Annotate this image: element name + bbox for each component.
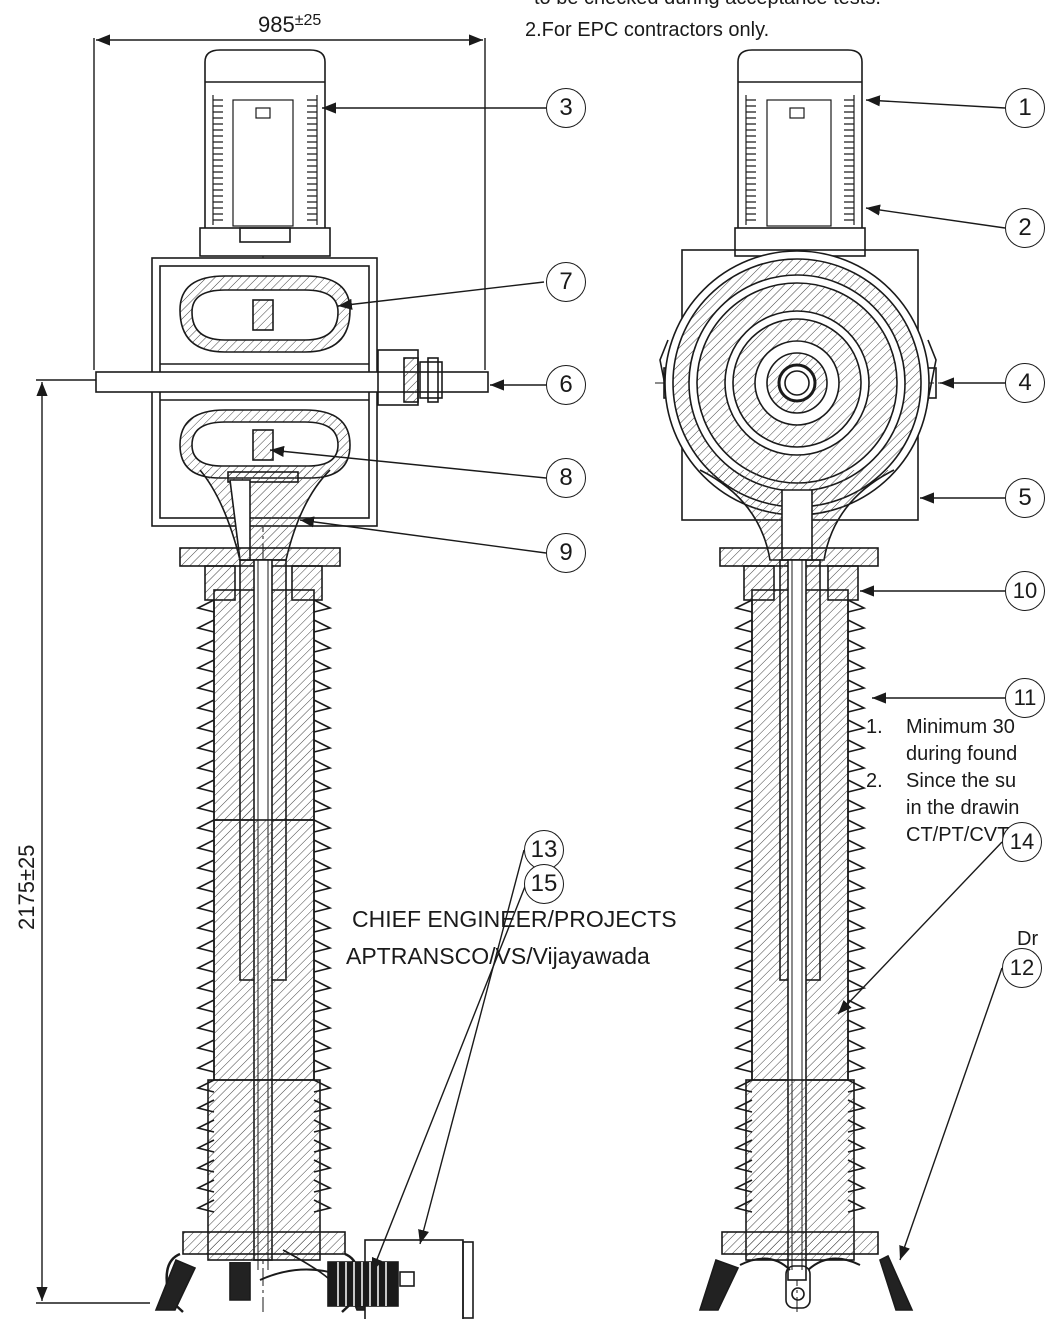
callout-15: 15: [524, 864, 564, 904]
callout-14: 14: [1002, 822, 1042, 862]
callout-1: 1: [1005, 88, 1045, 128]
left-view: [95, 49, 489, 1319]
callout-10: 10: [1005, 571, 1045, 611]
right-view: [655, 49, 945, 1312]
approval-stamp-line1: CHIEF ENGINEER/PROJECTS: [352, 906, 677, 932]
note-top-line1: to be checked during acceptance tests.: [534, 0, 881, 10]
width-value: 985: [258, 12, 295, 37]
width-dimension: [93, 34, 486, 370]
callout-7: 7: [546, 262, 586, 302]
note-1-line2: during found: [906, 743, 1018, 765]
note-1-line1: Minimum 30: [906, 716, 1015, 738]
callout-4: 4: [1005, 363, 1045, 403]
leader-lines: [269, 95, 1006, 1273]
height-dimension-label: 2175±25: [14, 844, 39, 931]
callout-9: 9: [546, 533, 586, 573]
callout-13: 13: [524, 830, 564, 870]
callout-8: 8: [546, 458, 586, 498]
width-dimension-label: 985±25: [258, 12, 321, 38]
height-dimension: [36, 379, 150, 1304]
note-1-number: 1.: [866, 716, 883, 738]
width-tolerance: ±25: [294, 12, 322, 29]
approval-stamp-line2: APTRANSCO/VS/Vijayawada: [346, 943, 650, 969]
callout-6: 6: [546, 365, 586, 405]
callout-3: 3: [546, 88, 586, 128]
note-2-line2: in the drawin: [906, 797, 1020, 819]
partial-label-dr: Dr: [1017, 928, 1039, 950]
callout-2: 2: [1005, 208, 1045, 248]
note-2-line3: CT/PT/CVT/I: [906, 824, 1021, 846]
callout-5: 5: [1005, 478, 1045, 518]
note-top-line2: 2.For EPC contractors only.: [525, 19, 770, 41]
callout-12: 12: [1002, 948, 1042, 988]
note-2-line1: Since the su: [906, 770, 1017, 792]
callout-11: 11: [1005, 678, 1045, 718]
note-2-number: 2.: [866, 770, 883, 792]
